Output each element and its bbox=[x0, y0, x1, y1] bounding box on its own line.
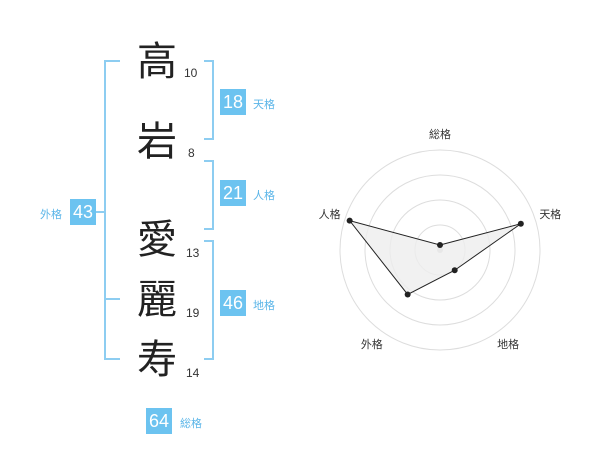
tenkaku-bracket-line bbox=[212, 60, 214, 140]
radar-point-4 bbox=[404, 291, 411, 298]
chikaku-bracket-top bbox=[204, 240, 214, 242]
jinkaku-bracket-top bbox=[204, 160, 214, 162]
name-char-2: 岩 bbox=[137, 119, 177, 165]
stroke-count-4: 19 bbox=[186, 306, 200, 320]
radar-polygon bbox=[348, 219, 522, 296]
jinkaku-badge: 21 bbox=[220, 180, 247, 206]
gaikaku-bracket-top bbox=[104, 60, 120, 62]
gaikaku-bracket-bottom bbox=[104, 358, 120, 360]
radar-ring-3 bbox=[364, 174, 516, 326]
radar-axis-label-4: 外格 bbox=[361, 337, 383, 351]
jinkaku-bracket-bottom bbox=[204, 228, 214, 230]
stroke-count-2: 8 bbox=[188, 146, 195, 160]
stroke-count-1: 10 bbox=[184, 66, 198, 80]
radar-axis-label-2: 天格 bbox=[539, 207, 561, 221]
radar-point-2 bbox=[517, 220, 524, 227]
name-char-1: 高 bbox=[137, 39, 177, 85]
gaikaku-bracket-mid bbox=[104, 298, 120, 300]
gaikaku-connector bbox=[96, 211, 106, 213]
chikaku-bracket-bottom bbox=[204, 358, 214, 360]
tenkaku-label: 天格 bbox=[253, 98, 275, 111]
radar-point-5 bbox=[346, 217, 353, 224]
jinkaku-bracket-line bbox=[212, 160, 214, 230]
soukaku-label: 総格 bbox=[180, 417, 202, 430]
radar-axis-label-1: 総格 bbox=[429, 127, 451, 141]
gaikaku-label: 外格 bbox=[40, 208, 62, 221]
radar-point-1 bbox=[437, 242, 443, 248]
radar-axis-label-5: 人格 bbox=[319, 207, 341, 221]
soukaku-badge: 64 bbox=[146, 408, 173, 434]
gaikaku-bracket-line bbox=[104, 60, 106, 360]
radar-point-3 bbox=[451, 267, 458, 274]
radar-shape bbox=[346, 217, 524, 298]
jinkaku-label: 人格 bbox=[253, 189, 275, 202]
name-char-3: 愛 bbox=[137, 217, 177, 263]
name-char-4: 麗 bbox=[137, 277, 177, 323]
chikaku-bracket-line bbox=[212, 240, 214, 360]
stroke-count-3: 13 bbox=[186, 246, 200, 260]
name-char-5: 寿 bbox=[137, 337, 177, 383]
tenkaku-badge: 18 bbox=[220, 89, 247, 115]
radar-ring-4 bbox=[339, 149, 541, 351]
tenkaku-bracket-top bbox=[204, 60, 214, 62]
chikaku-label: 地格 bbox=[253, 299, 275, 312]
tenkaku-bracket-bottom bbox=[204, 138, 214, 140]
chikaku-badge: 46 bbox=[220, 290, 247, 316]
stroke-count-5: 14 bbox=[186, 366, 200, 380]
gaikaku-badge: 43 bbox=[70, 199, 97, 225]
radar-axis-label-3: 地格 bbox=[497, 337, 519, 351]
